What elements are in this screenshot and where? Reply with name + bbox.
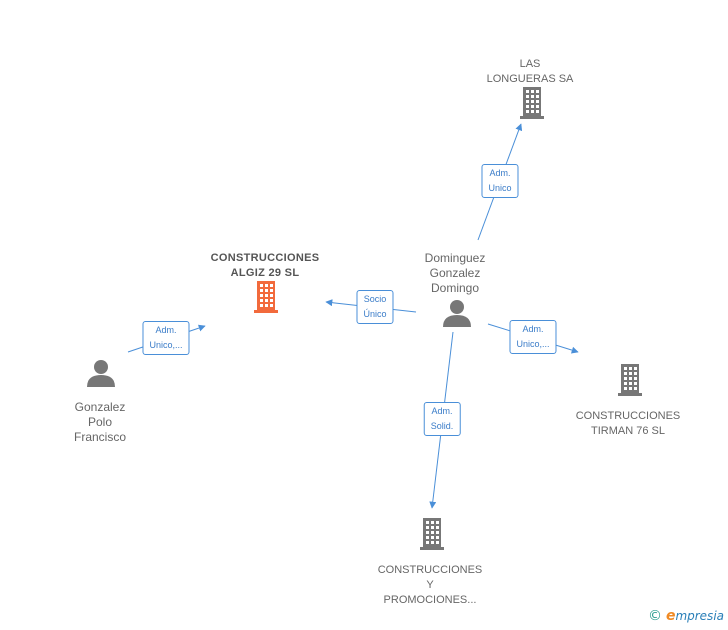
node-label-construcciones_tirman[interactable]: CONSTRUCCIONES TIRMAN 76 SL bbox=[575, 410, 681, 437]
edge-label[interactable]: Adm. Unico bbox=[481, 164, 519, 198]
building-icon[interactable] bbox=[254, 281, 278, 313]
edge-label[interactable]: Adm. Unico,... bbox=[509, 320, 557, 354]
node-label-dominguez[interactable]: Dominguez Gonzalez Domingo bbox=[424, 251, 486, 295]
edge-label[interactable]: Adm. Unico,... bbox=[142, 321, 190, 355]
building-icon[interactable] bbox=[420, 518, 444, 550]
building-icon[interactable] bbox=[520, 87, 544, 119]
edge-label[interactable]: Socio Único bbox=[356, 290, 394, 324]
building-icon[interactable] bbox=[618, 364, 642, 396]
person-icon[interactable] bbox=[87, 360, 115, 387]
copyright-icon: © bbox=[647, 608, 662, 624]
node-label-gonzalez_polo[interactable]: Gonzalez Polo Francisco bbox=[73, 400, 127, 444]
node-label-construcciones_algiz[interactable]: CONSTRUCCIONES ALGIZ 29 SL bbox=[210, 252, 320, 279]
node-label-las_longueras[interactable]: LAS LONGUERAS SA bbox=[486, 58, 574, 85]
person-icon[interactable] bbox=[443, 300, 471, 327]
node-label-construcciones_promociones[interactable]: CONSTRUCCIONES Y PROMOCIONES... bbox=[377, 564, 483, 606]
brand-logo: ©empresia bbox=[647, 608, 724, 624]
edge-label[interactable]: Adm. Solid. bbox=[423, 402, 461, 436]
